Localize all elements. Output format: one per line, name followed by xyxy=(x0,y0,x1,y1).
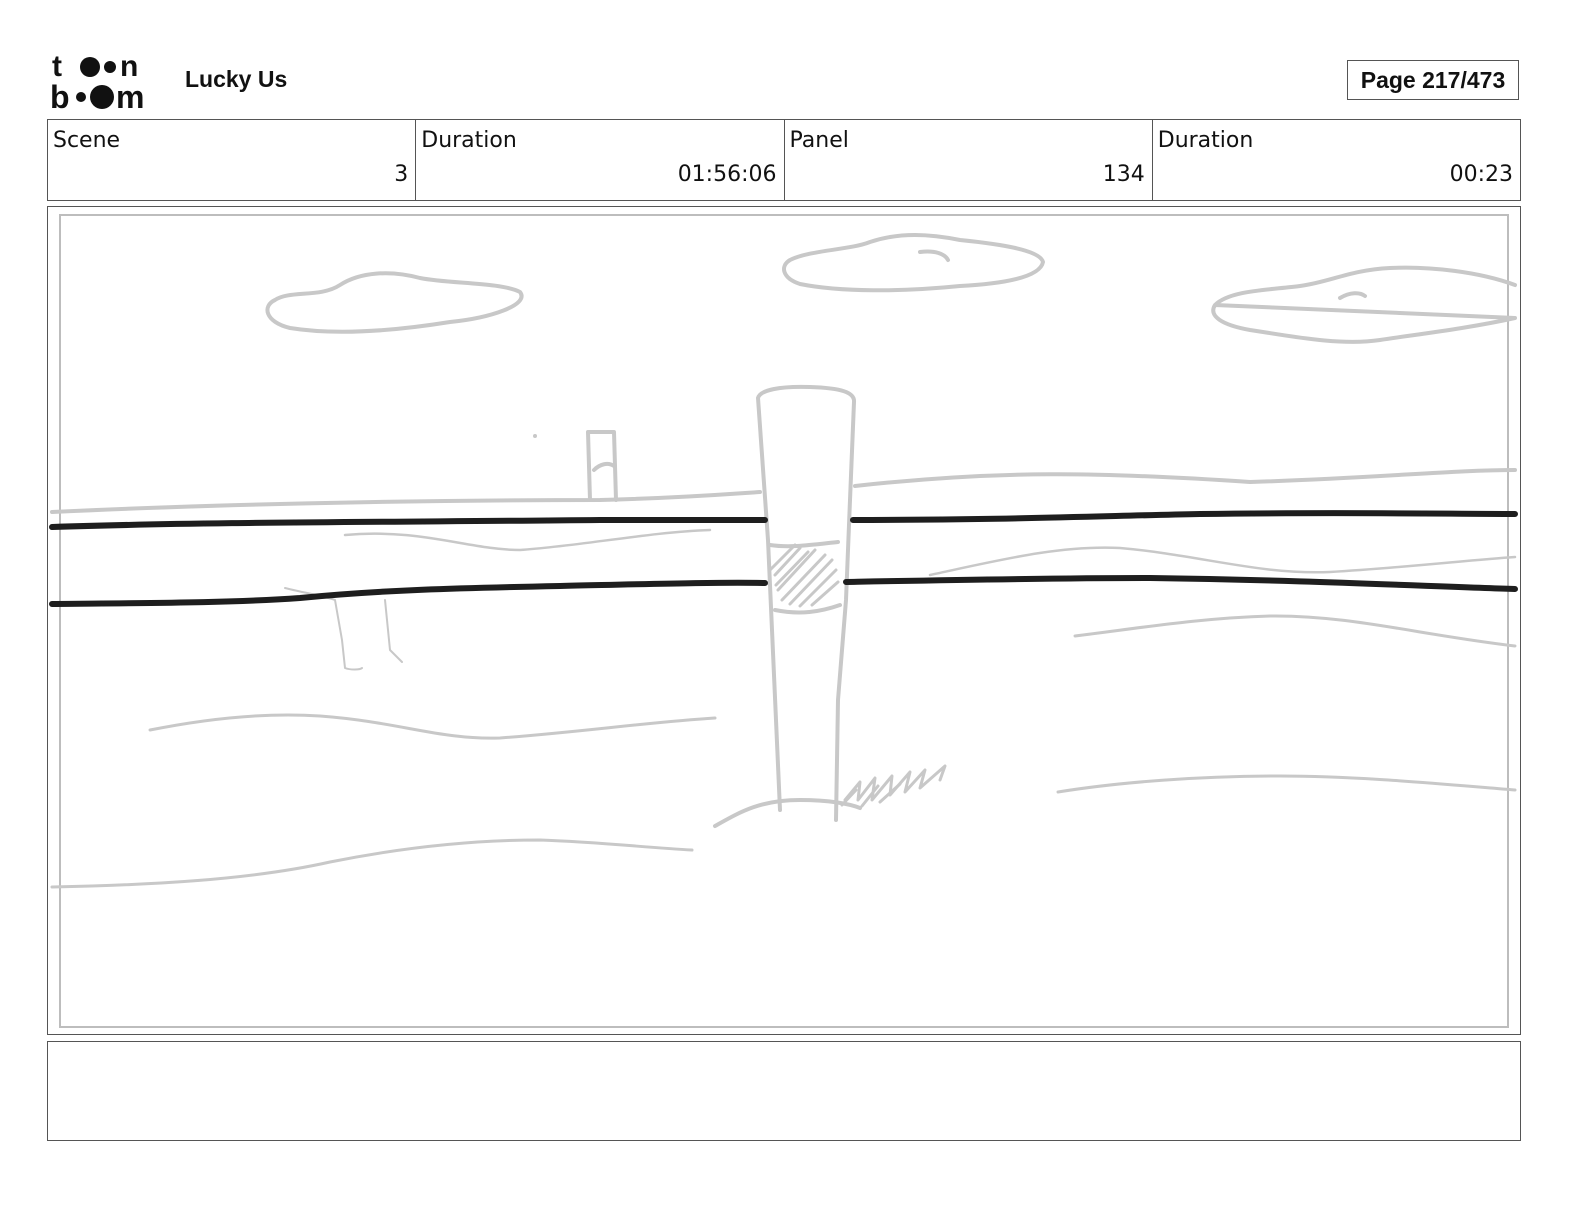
fence-wire-top-right xyxy=(850,510,1518,523)
horizon-line xyxy=(50,490,762,514)
panel-cell: Panel 134 xyxy=(785,120,1153,200)
scene-duration-label: Duration xyxy=(421,128,517,153)
panel-duration-cell: Duration 00:23 xyxy=(1153,120,1520,200)
panel-info-table: Scene 3 Duration 01:56:06 Panel 134 Dura… xyxy=(47,119,1521,201)
svg-text:n: n xyxy=(120,50,138,83)
scene-duration-value: 01:56:06 xyxy=(677,162,777,187)
scene-label: Scene xyxy=(53,128,121,153)
svg-text:b: b xyxy=(50,79,70,112)
fence-wire-top-left xyxy=(49,517,768,530)
grass-tuft xyxy=(843,764,947,802)
svg-text:t: t xyxy=(52,50,62,83)
project-title: Lucky Us xyxy=(185,66,288,92)
cloud-left xyxy=(265,271,524,334)
panel-notes-box xyxy=(47,1041,1521,1141)
panel-duration-value: 00:23 xyxy=(1449,162,1513,187)
storyboard-sketch xyxy=(49,233,1518,889)
cloud-right xyxy=(1211,265,1517,344)
svg-text:m: m xyxy=(116,79,144,112)
storyboard-panel-frame xyxy=(47,206,1521,1035)
fence-wire-bottom-right xyxy=(843,575,1518,592)
panel-duration-label: Duration xyxy=(1157,128,1254,153)
scene-cell: Scene 3 xyxy=(48,120,417,200)
toon-boom-logo: t n b m xyxy=(50,50,164,115)
fence-post xyxy=(756,384,856,822)
panel-value: 134 xyxy=(1102,162,1145,187)
cloud-middle xyxy=(782,233,1045,293)
scene-value: 3 xyxy=(394,162,409,187)
fence-wire-bottom-left xyxy=(49,579,768,607)
camera-frame xyxy=(59,214,1509,1028)
scene-duration-cell: Duration 01:56:06 xyxy=(416,120,785,200)
panel-label: Panel xyxy=(789,128,849,153)
page-indicator: Page 217/473 xyxy=(1347,60,1519,100)
